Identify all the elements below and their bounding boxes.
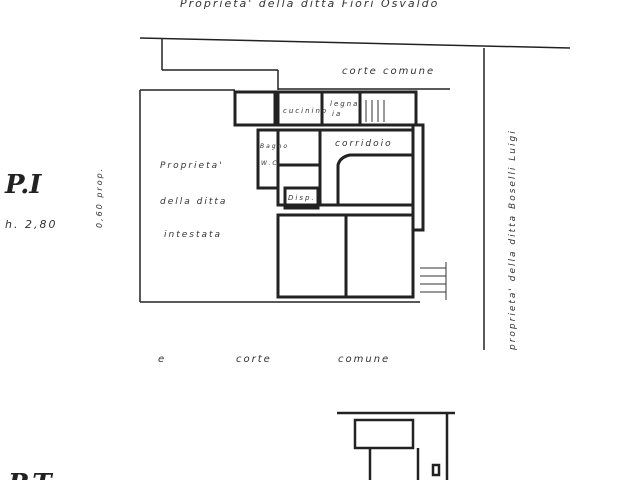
room-pantry: Disp.	[288, 194, 316, 202]
top-court-label: corte comune	[342, 66, 435, 77]
room-woodshed-cont: ia	[332, 110, 342, 118]
next-floor-label: P.T	[7, 469, 53, 480]
room-bath: Bagno	[260, 143, 289, 150]
floor-height: h. 2,80	[5, 218, 57, 231]
ground-floor-plan	[337, 411, 455, 480]
staircase	[365, 100, 447, 300]
room-woodshed: legna-	[330, 100, 364, 108]
right-neighbor-label: proprieta' della ditta Boselli Luigi	[508, 129, 518, 351]
left-owner-line2: della ditta	[160, 197, 227, 207]
left-owner-line1: Proprieta'	[160, 161, 224, 171]
left-owner-line3: intestata	[164, 230, 222, 240]
floor-label: P.I	[4, 170, 42, 200]
building-walls	[233, 90, 425, 299]
bottom-court-comune: comune	[338, 354, 390, 365]
top-neighbor-label: Proprieta' della ditta Fiori Osvaldo	[180, 0, 439, 10]
bottom-court-corte: corte	[236, 354, 272, 365]
room-corridor: corridoio	[335, 139, 393, 149]
room-kitchenette: cucinino	[283, 107, 328, 115]
bottom-court-e: e	[158, 354, 166, 365]
lot-boundaries	[139, 37, 571, 350]
wall-note: 0,60 prop.	[95, 167, 104, 228]
room-bath-wc: W.C.	[261, 160, 282, 167]
